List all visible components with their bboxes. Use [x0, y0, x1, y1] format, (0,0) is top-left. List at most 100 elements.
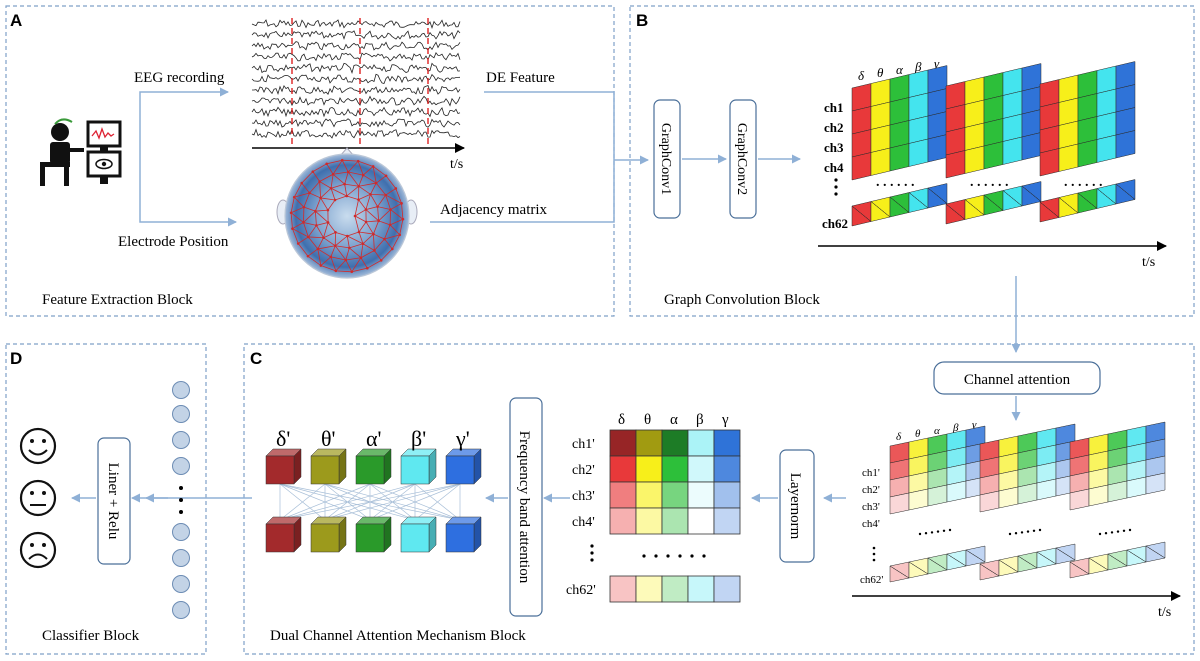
feature-cell	[1115, 130, 1136, 159]
ellipsis-dot	[179, 498, 183, 502]
feature-cell	[1069, 488, 1090, 511]
feature-cell	[1088, 553, 1109, 575]
channel-label: ch2'	[572, 463, 595, 478]
ellipsis-dot	[1110, 531, 1114, 534]
matrix-cell	[635, 429, 663, 457]
ellipsis-dot	[179, 486, 183, 490]
eeg-trace	[251, 29, 461, 40]
channel-label: ch2	[824, 120, 844, 135]
band-prime-label: β'	[411, 426, 426, 451]
feature-cell	[979, 559, 1000, 581]
channel-label: ch3'	[862, 501, 880, 513]
feature-cell	[979, 490, 1000, 513]
matrix-cell	[713, 455, 741, 483]
eeg-traces	[251, 19, 461, 139]
feature-cell	[851, 152, 872, 181]
channel-attention-label: Channel attention	[964, 372, 1071, 388]
neuron-node	[172, 457, 190, 475]
graph-time-label: t/s	[1142, 255, 1155, 270]
feature-cell	[889, 561, 910, 583]
feature-cell	[908, 115, 929, 144]
neutral-face-icon	[19, 479, 57, 517]
feature-cell	[945, 127, 966, 156]
channel-label: ch4	[824, 160, 844, 175]
feature-cell	[998, 486, 1019, 509]
matrix-cell	[661, 429, 689, 457]
matrix-cell	[687, 507, 715, 535]
feature-cell	[908, 138, 929, 167]
eeg-trace	[251, 41, 461, 51]
ellipsis-dot	[948, 528, 952, 532]
feature-cell	[983, 141, 1004, 170]
feature-cell	[1021, 63, 1042, 92]
band-prime-label: θ'	[321, 426, 336, 451]
feature-cell	[889, 74, 910, 103]
channel-label: ch62'	[860, 574, 883, 586]
eeg-trace	[252, 84, 461, 95]
feature-cell	[1077, 70, 1098, 99]
eeg-trace	[251, 62, 461, 74]
ellipsis-dot	[654, 554, 658, 558]
band-label: β	[696, 412, 704, 428]
feature-cell	[983, 72, 1004, 101]
feature-cell	[964, 194, 985, 220]
feature-cell	[851, 129, 872, 158]
feature-cell	[1115, 61, 1136, 90]
ellipsis-dot	[1026, 530, 1030, 533]
feature-block	[945, 63, 1042, 179]
feature-cell	[1036, 478, 1057, 501]
feature-block	[889, 425, 986, 515]
panel-d-border	[5, 343, 207, 655]
feature-cell	[1039, 102, 1060, 131]
ellipsis-dot	[942, 529, 946, 532]
feature-cell	[1058, 120, 1079, 149]
matrix-cell	[635, 455, 663, 483]
feature-cell	[889, 143, 910, 172]
feature-cell	[927, 484, 948, 507]
band-cube	[310, 516, 347, 553]
feature-cell	[1058, 192, 1079, 218]
eeg-trace	[251, 118, 461, 128]
frequency-band-attention-box	[509, 397, 543, 617]
band-cube	[265, 448, 302, 485]
band-label: γ	[721, 412, 729, 428]
arrow-to-eeg	[139, 87, 229, 170]
feature-cell	[889, 492, 910, 515]
feature-cell	[1096, 111, 1117, 140]
matrix-cell	[713, 507, 741, 535]
band-cube	[265, 516, 302, 553]
ellipsis-dot	[1128, 528, 1132, 532]
ellipsis-dot	[1014, 532, 1018, 535]
graph-feature-blocks	[851, 61, 1136, 227]
matrix-cell	[687, 575, 715, 603]
band-label: β	[914, 59, 922, 74]
ellipsis-dot	[642, 554, 646, 558]
channel-label: ch3	[824, 140, 844, 155]
matrix-cell	[661, 455, 689, 483]
feature-cell	[1096, 88, 1117, 117]
ellipsis-dot	[936, 530, 940, 533]
band-cube	[445, 448, 482, 485]
feature-cell	[851, 106, 872, 135]
feature-cell	[946, 480, 967, 503]
feature-cell	[1096, 183, 1117, 209]
layernorm-label: Layernorm	[787, 473, 803, 540]
panel-b-border	[629, 5, 1195, 317]
band-label: α	[934, 425, 940, 437]
matrix-cell	[609, 481, 637, 509]
feature-strip	[889, 545, 986, 583]
ellipsis-dot	[590, 551, 594, 555]
band-label: α	[670, 412, 678, 428]
feature-cell	[964, 145, 985, 174]
feature-cell	[1021, 86, 1042, 115]
feature-cell	[1107, 480, 1128, 503]
sad-face-icon	[19, 531, 57, 569]
ellipsis-dot	[702, 554, 706, 558]
feature-strip	[1069, 541, 1166, 579]
ellipsis-dot	[872, 558, 876, 562]
panel-c-title: Dual Channel Attention Mechanism Block	[270, 628, 526, 644]
channel-label: ch3'	[572, 489, 595, 504]
ellipsis-dot	[678, 554, 682, 558]
neuron-node	[172, 381, 190, 399]
